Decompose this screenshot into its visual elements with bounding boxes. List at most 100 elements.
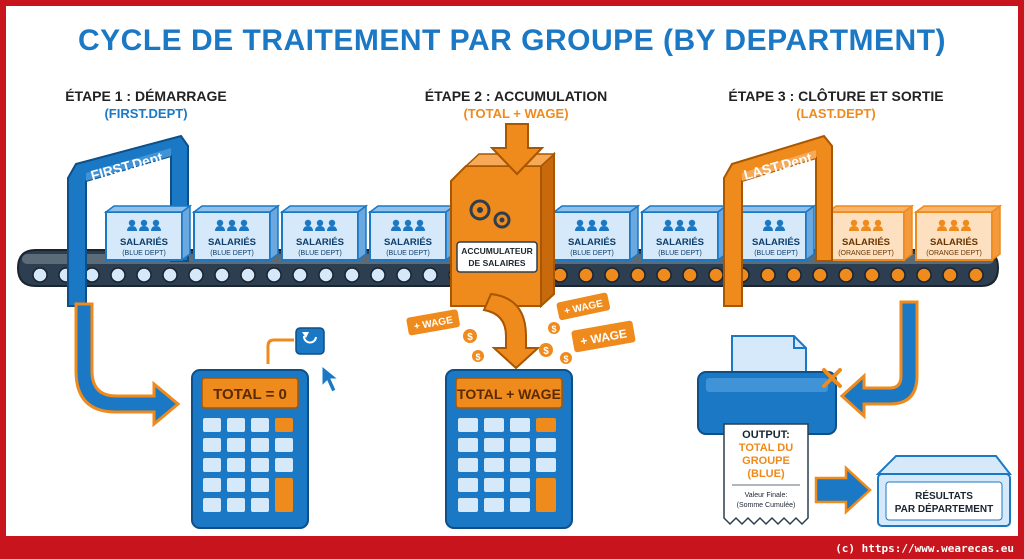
calculator-key <box>484 458 504 472</box>
output-line2: TOTAL DU <box>739 442 793 454</box>
box-label: SALARIÉS <box>842 237 890 248</box>
result-arrow-icon <box>814 465 872 515</box>
calculator-key <box>510 478 530 492</box>
calc2-display: TOTAL + WAGE <box>457 386 561 402</box>
page-title: CYCLE DE TRAITEMENT PAR GROUPE (BY DEPAR… <box>77 24 947 57</box>
calculator-key <box>203 498 221 512</box>
roller <box>656 267 672 283</box>
output-arrow-icon <box>839 300 919 420</box>
box-label: SALARIÉS <box>296 237 344 248</box>
calculator-key <box>458 498 478 512</box>
svg-text:$: $ <box>551 324 556 334</box>
box-label: SALARIÉS <box>384 237 432 248</box>
calculator-key <box>458 418 478 432</box>
calculator-key <box>458 478 478 492</box>
output-line1: OUTPUT: <box>742 429 790 441</box>
roller <box>916 267 932 283</box>
calculator-key <box>484 498 504 512</box>
roller <box>552 267 568 283</box>
roller <box>578 267 594 283</box>
coin-icons: $ $ $ $ $ <box>463 322 572 364</box>
box-label: SALARIÉS <box>208 237 256 248</box>
roller <box>786 267 802 283</box>
calculator-key <box>251 438 269 452</box>
box-orange-1: SALARIÉS (ORANGE DEPT) <box>825 204 915 262</box>
svg-text:$: $ <box>543 346 549 357</box>
svg-text:$: $ <box>475 352 480 362</box>
roller <box>110 267 126 283</box>
roller <box>266 267 282 283</box>
box-blue-1: SALARIÉS (BLUE DEPT) <box>103 204 193 262</box>
roller <box>708 267 724 283</box>
calculator-key <box>251 478 269 492</box>
roller <box>370 267 386 283</box>
stage-1-label: ÉTAPE 1 : DÉMARRAGE <box>65 88 227 104</box>
box-label: SALARIÉS <box>930 237 978 248</box>
box-label: SALARIÉS <box>568 237 616 248</box>
box-blue-5: SALARIÉS (BLUE DEPT) <box>551 204 641 262</box>
stage-1-heading: ÉTAPE 1 : DÉMARRAGE (FIRST.DEPT) <box>46 88 246 122</box>
stage-2-heading: ÉTAPE 2 : ACCUMULATION (TOTAL + WAGE) <box>396 88 636 122</box>
roller <box>188 267 204 283</box>
box-orange-2: SALARIÉS (ORANGE DEPT) <box>913 204 1003 262</box>
box-blue-2: SALARIÉS (BLUE DEPT) <box>191 204 281 262</box>
reset-icon[interactable] <box>295 327 325 355</box>
box-sub: (BLUE DEPT) <box>298 250 342 257</box>
output-note2: (Somme Cumulée) <box>737 502 796 509</box>
results-tray: RÉSULTATS PAR DÉPARTEMENT <box>875 455 1013 527</box>
accumulator-label-plate <box>456 241 538 273</box>
roller <box>838 267 854 283</box>
calculator-key <box>227 478 245 492</box>
calculator-key <box>203 478 221 492</box>
accumulator-line2: DE SALAIRES <box>468 258 525 268</box>
tray-line2: PAR DÉPARTEMENT <box>895 502 994 515</box>
output-paper: OUTPUT: TOTAL DU GROUPE (BLUE) Valeur Fi… <box>723 423 809 526</box>
gear-icon <box>469 199 511 229</box>
diagram-svg: FIRST.Dept SALARIÉS (BLUE DEPT) SALARIÉS… <box>16 123 1013 529</box>
calculator-key <box>484 418 504 432</box>
svg-text:$: $ <box>563 354 568 364</box>
roller <box>136 267 152 283</box>
output-note1: Valeur Finale: <box>745 492 788 499</box>
reset-link-line <box>266 338 294 364</box>
calculator-key <box>275 438 293 452</box>
accumulator-line1: ACCUMULATEUR <box>461 246 533 256</box>
box-sub: (BLUE DEPT) <box>210 250 254 257</box>
calculator-key <box>536 458 556 472</box>
roller <box>942 267 958 283</box>
roller <box>604 267 620 283</box>
tray-line1: RÉSULTATS <box>915 489 973 502</box>
roller <box>630 267 646 283</box>
calculator-1: TOTAL = 0 <box>191 369 309 529</box>
roller <box>214 267 230 283</box>
roller <box>162 267 178 283</box>
cursor-icon <box>321 364 340 393</box>
input-arrow-icon <box>489 123 545 176</box>
box-blue-3: SALARIÉS (BLUE DEPT) <box>279 204 369 262</box>
box-blue-4: SALARIÉS (BLUE DEPT) <box>367 204 457 262</box>
calc1-display: TOTAL = 0 <box>213 386 287 403</box>
roller <box>760 267 776 283</box>
calculator-key <box>275 478 293 512</box>
calculator-key <box>536 438 556 452</box>
roller <box>682 267 698 283</box>
calculator-key <box>203 438 221 452</box>
calculator-key <box>203 418 221 432</box>
wage-tag-3: + WAGE <box>571 320 636 353</box>
box-sub: (BLUE DEPT) <box>570 250 614 257</box>
stage-2-sub: (TOTAL + WAGE) <box>463 106 569 121</box>
roller <box>812 267 828 283</box>
stage-3-heading: ÉTAPE 3 : CLÔTURE ET SORTIE (LAST.DEPT) <box>706 88 966 122</box>
roller <box>240 267 256 283</box>
roller <box>968 267 984 283</box>
calculator-2: TOTAL + WAGE <box>445 369 573 529</box>
roller <box>292 267 308 283</box>
stage-1-sub: (FIRST.DEPT) <box>104 106 188 121</box>
calculator-key <box>275 458 293 472</box>
reset-arrow-icon <box>74 302 181 428</box>
calculator-key <box>536 418 556 432</box>
box-sub: (ORANGE DEPT) <box>838 250 894 257</box>
printer-icon <box>697 335 842 435</box>
wage-tags: + WAGE + WAGE + WAGE $ $ $ $ $ <box>406 292 636 364</box>
stage-3-sub: (LAST.DEPT) <box>796 106 876 121</box>
